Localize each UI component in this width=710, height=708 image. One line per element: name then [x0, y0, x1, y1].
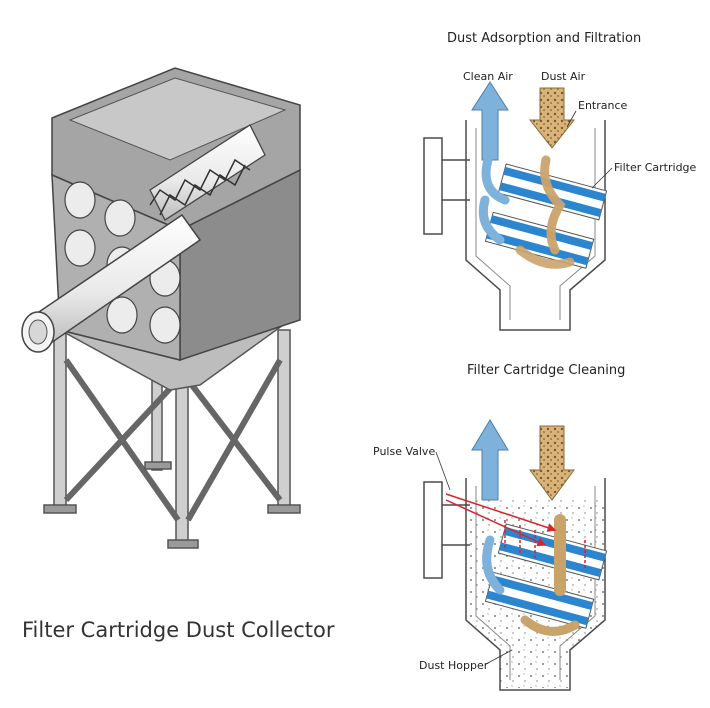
- clean-air-label: Clean Air: [463, 70, 513, 83]
- filter-cartridge-label: Filter Cartridge: [614, 161, 697, 174]
- entrance-label: Entrance: [578, 99, 628, 112]
- dust-air-arrow: [515, 87, 576, 269]
- top-housing-outline: [465, 120, 606, 331]
- entrance-leader: [566, 110, 577, 128]
- dust-hopper-leader: [485, 649, 513, 665]
- pulse-valve-leader: [435, 451, 451, 491]
- pulse-jets: [445, 493, 586, 568]
- adsorption-diagram: [423, 81, 613, 331]
- dust-arrow-cleaning: [520, 425, 580, 636]
- dust-hopper-label: Dust Hopper: [419, 659, 489, 672]
- cleaning-title: Filter Cartridge Cleaning: [467, 363, 626, 378]
- bottom-filters: [484, 523, 608, 629]
- dust-collector-illustration: [21, 67, 301, 549]
- support-legs: [43, 329, 301, 549]
- manifold-top: [423, 137, 443, 235]
- filter-cartridge-leader: [591, 167, 613, 189]
- adsorption-title: Dust Adsorption and Filtration: [447, 31, 642, 46]
- cleaning-diagram: [423, 419, 608, 691]
- pulse-valve-label: Pulse Valve: [373, 445, 436, 458]
- pulse-manifold: [423, 481, 443, 579]
- dust-air-label: Dust Air: [541, 70, 586, 83]
- bottom-housing-outline: [465, 478, 606, 691]
- clean-air-arrow: [471, 81, 510, 245]
- internal-cartridge: [149, 124, 266, 221]
- main-title: Filter Cartridge Dust Collector: [22, 618, 335, 642]
- clean-air-arrow-cleaning: [471, 419, 509, 595]
- inlet-pipe: [21, 213, 202, 353]
